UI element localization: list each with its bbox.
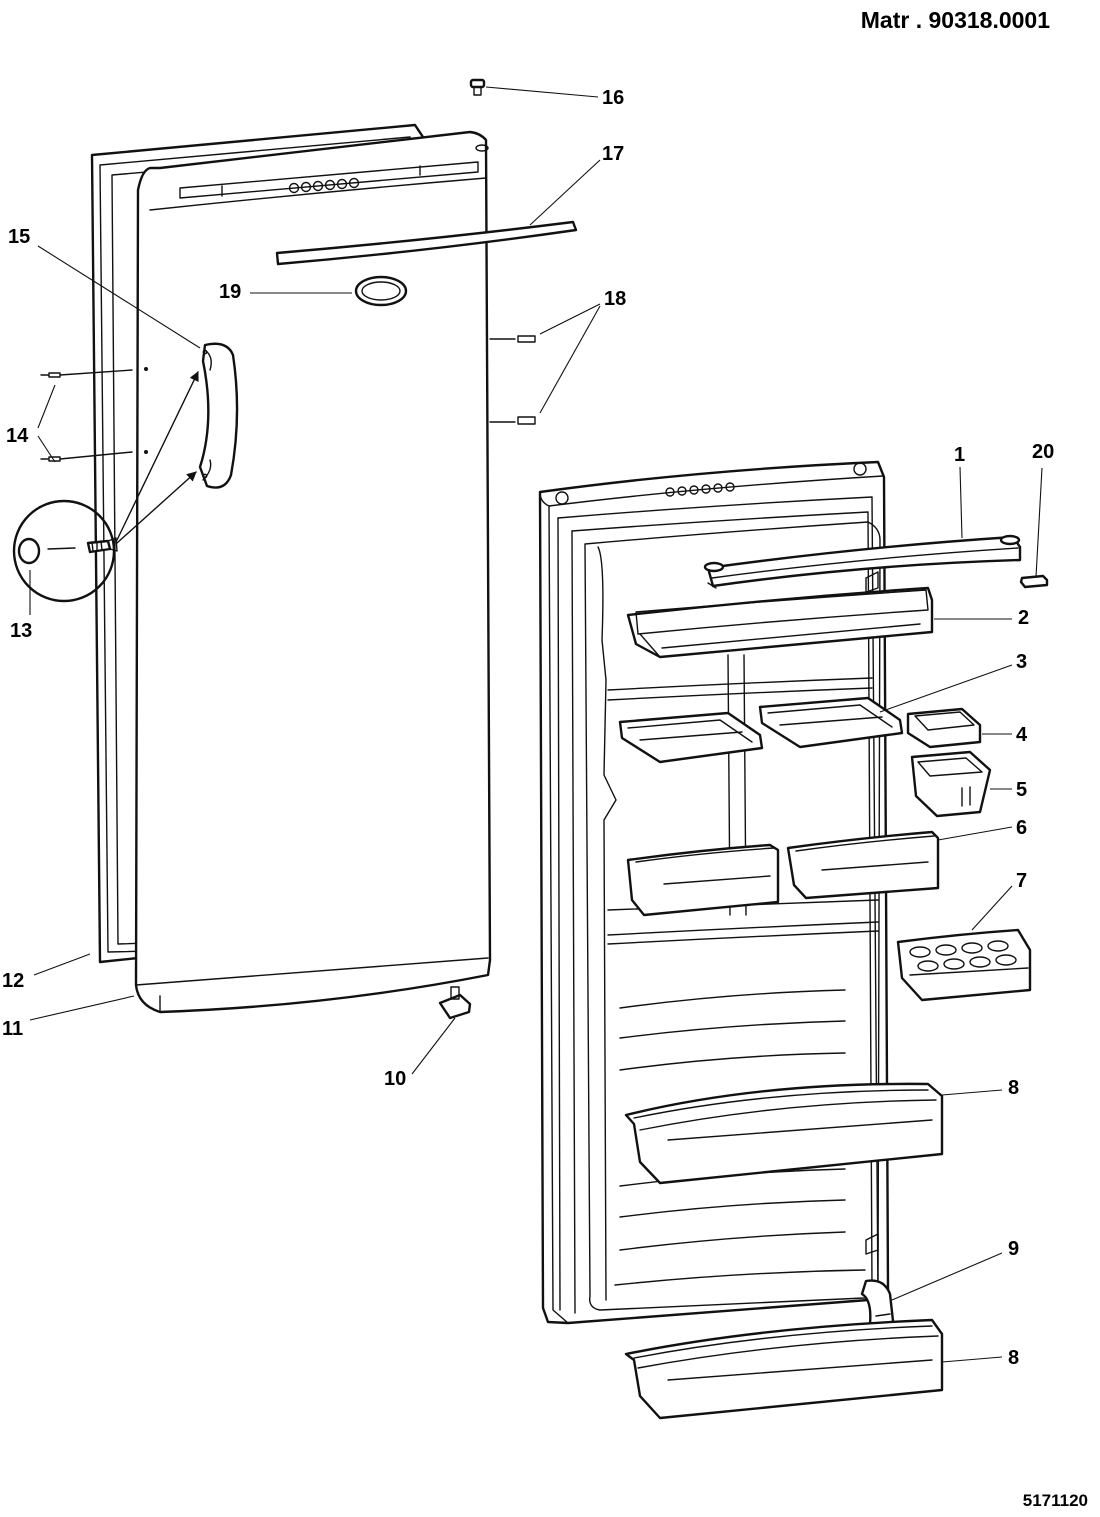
callout-18: 18 <box>604 288 626 310</box>
callout-3: 3 <box>1016 651 1027 673</box>
callout-8-upper: 8 <box>1008 1077 1019 1099</box>
callout-13: 13 <box>10 620 32 642</box>
large-door-bin-upper <box>624 1082 944 1185</box>
logo-badge <box>354 275 408 307</box>
callout-7: 7 <box>1016 870 1027 892</box>
hinge-cap <box>469 78 486 96</box>
callout-10: 10 <box>384 1068 406 1090</box>
indicator-lights <box>288 177 360 194</box>
callout-15: 15 <box>8 226 30 248</box>
callout-8-lower: 8 <box>1008 1347 1019 1369</box>
door-handle <box>198 342 239 489</box>
callout-5: 5 <box>1016 779 1027 801</box>
callout-6: 6 <box>1016 817 1027 839</box>
callout-20: 20 <box>1032 441 1054 463</box>
callout-19: 19 <box>219 281 241 303</box>
top-door-shelf <box>626 586 934 659</box>
outer-door-assembly <box>12 78 578 1020</box>
door-bins <box>626 830 940 917</box>
drawing-number: Matr . 90318.0001 <box>861 7 1050 33</box>
door-panel <box>134 130 492 1014</box>
callout-4: 4 <box>1016 724 1028 746</box>
door-trays <box>618 696 904 764</box>
document-code: 5171120 <box>1023 1491 1088 1510</box>
callout-9: 9 <box>1008 1238 1019 1260</box>
hinge-clip <box>1019 574 1049 589</box>
handle-screws <box>40 369 133 462</box>
egg-holder <box>896 928 1032 1002</box>
door-trim-bar <box>275 220 578 266</box>
screw-cap-detail <box>12 371 199 603</box>
callout-2: 2 <box>1018 607 1029 629</box>
callout-11: 11 <box>2 1018 23 1040</box>
callout-16: 16 <box>602 87 624 109</box>
callout-17: 17 <box>602 143 624 165</box>
large-door-bin-lower <box>624 1318 944 1420</box>
small-box <box>906 707 982 749</box>
callout-12: 12 <box>2 970 24 992</box>
top-hinge-bar <box>703 534 1022 589</box>
callout-14: 14 <box>6 425 29 447</box>
callout-1: 1 <box>954 444 965 466</box>
callout-labels: 16 17 15 19 18 14 13 12 11 10 1 20 2 3 4… <box>2 87 1054 1369</box>
door-screws <box>489 335 536 425</box>
leader-lines <box>29 86 1043 1363</box>
small-container <box>910 750 992 818</box>
bottom-hinge <box>438 986 472 1020</box>
